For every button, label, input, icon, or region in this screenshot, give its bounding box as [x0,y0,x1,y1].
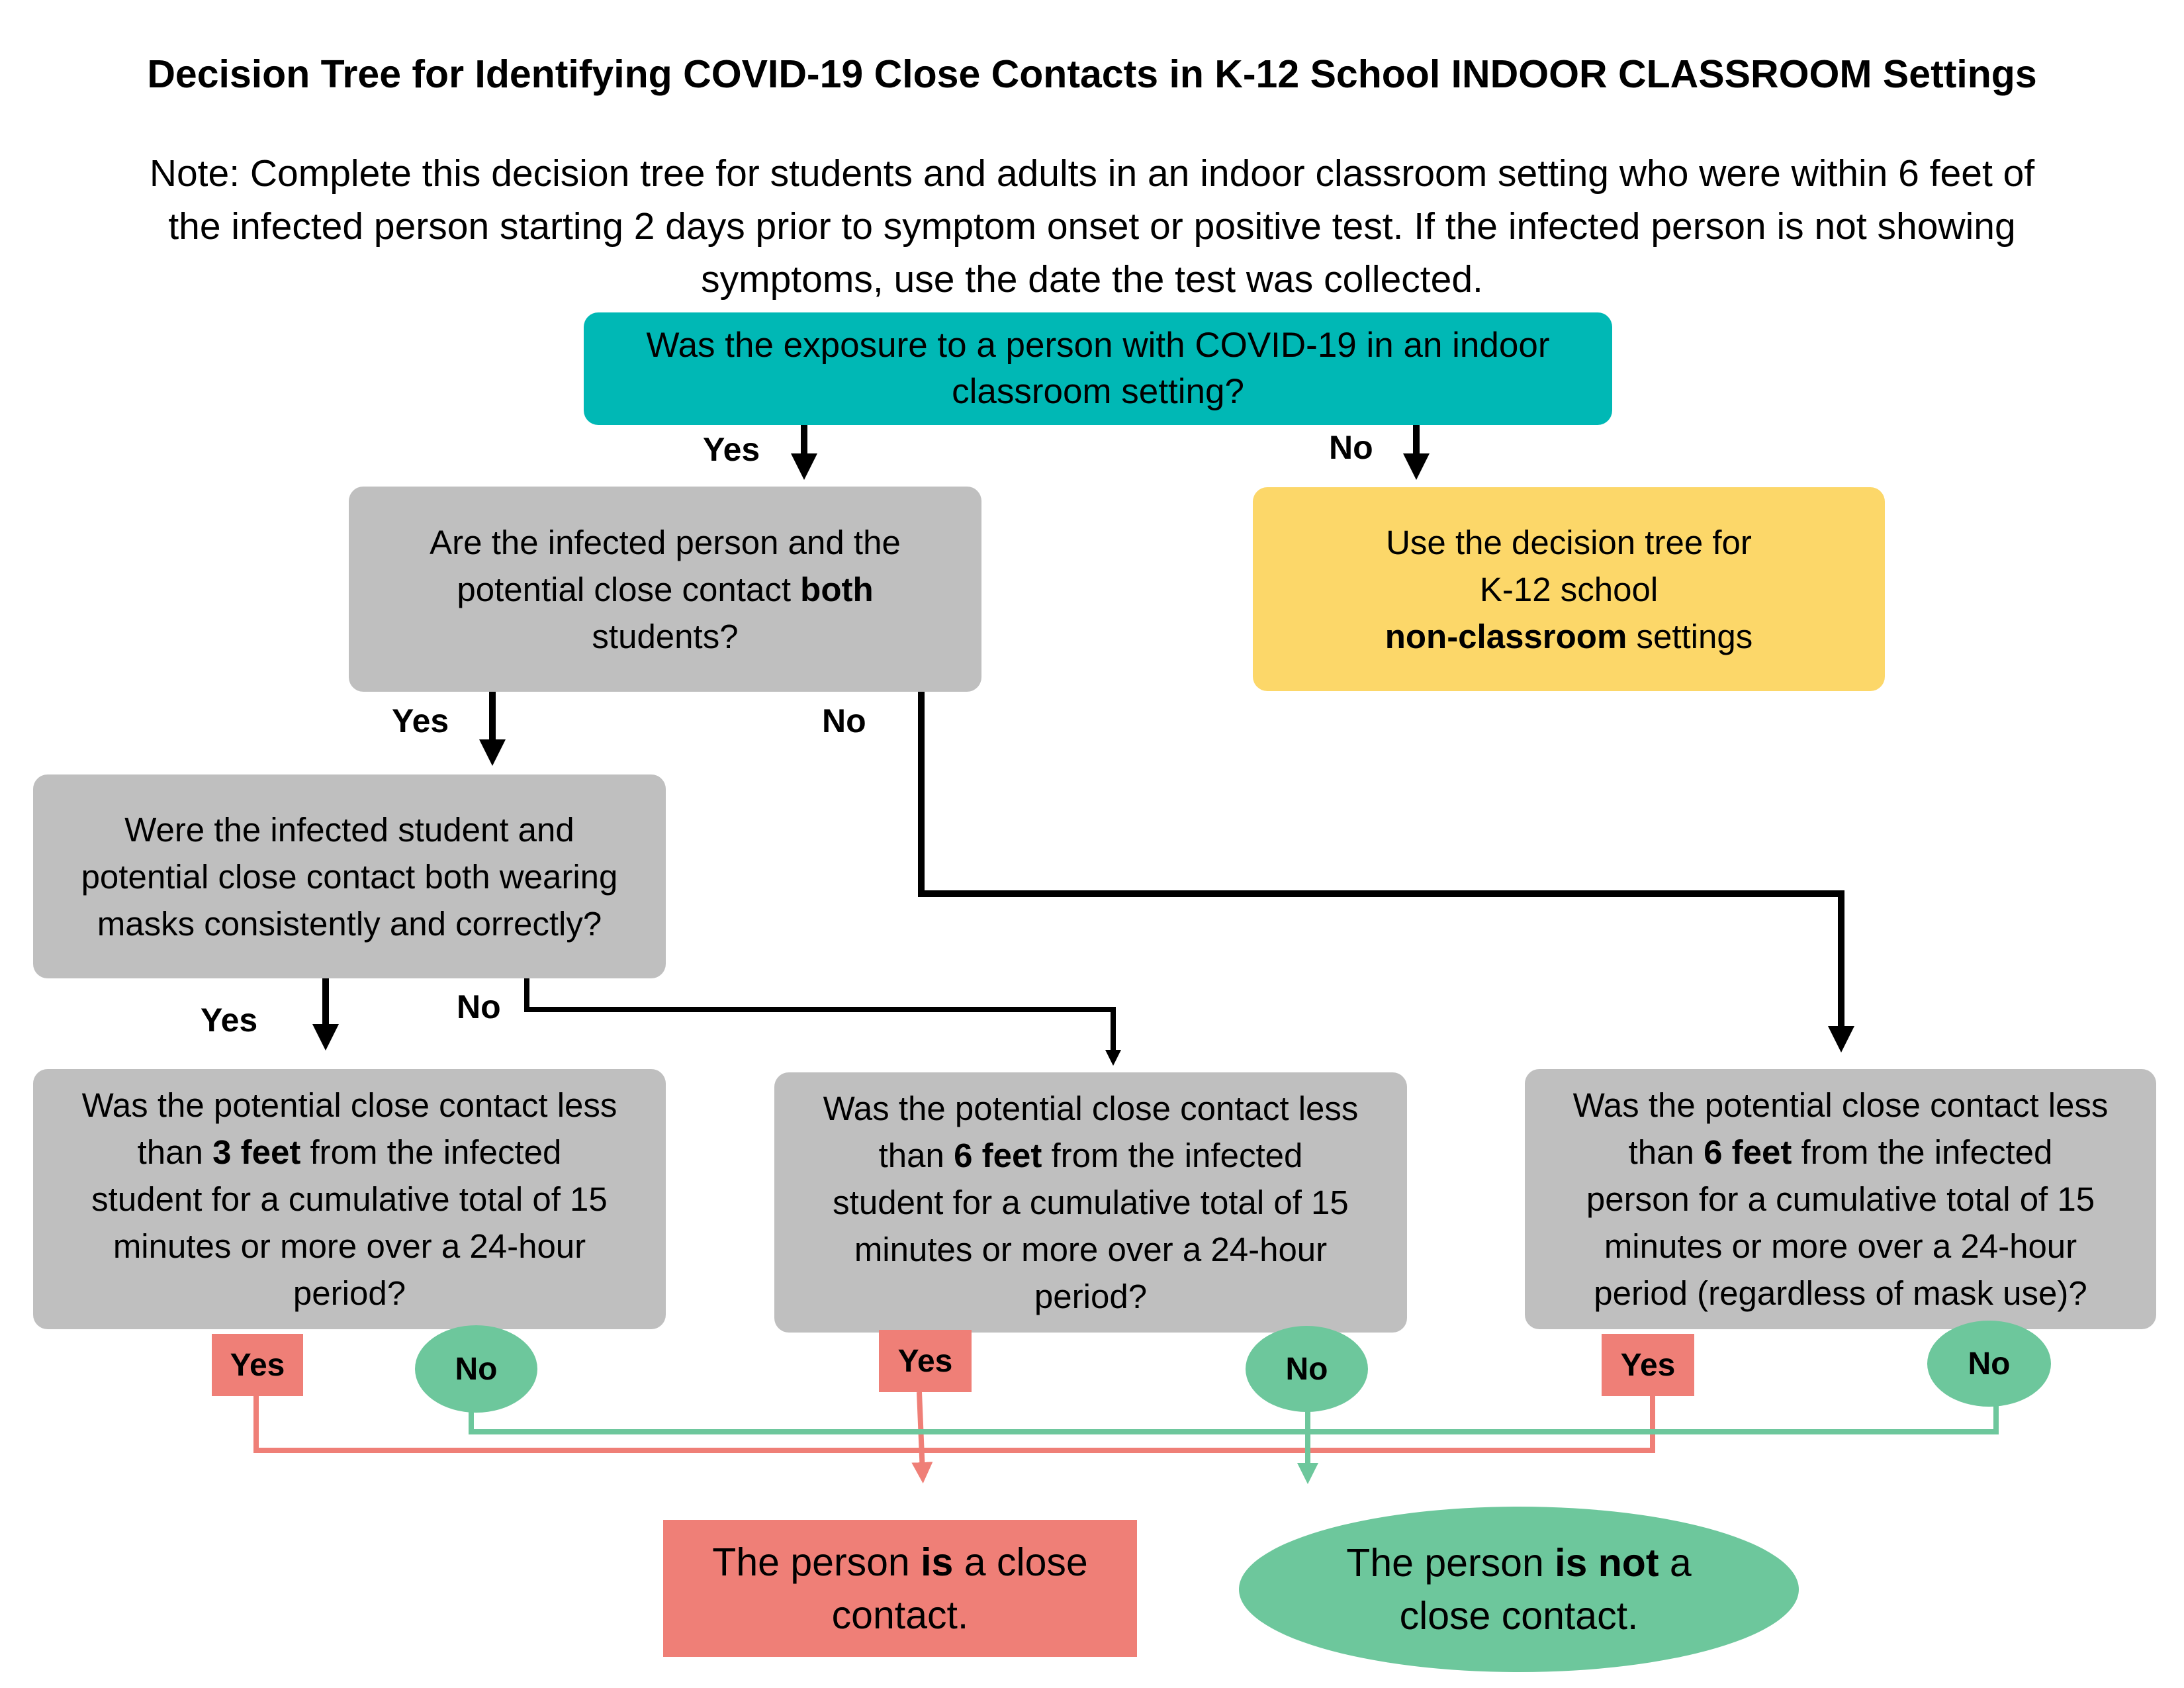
q4-line3: student for a cumulative total of 15 [833,1184,1349,1221]
question-both-students: Are the infected person and the potentia… [349,487,981,692]
yes-tag-q3: Yes [212,1334,303,1396]
question-masks: Were the infected student and potential … [33,774,666,978]
q1-line3: students? [592,617,739,655]
q1-line2-pre: potential close contact [457,570,801,608]
arrow-q1-no [918,688,1854,1053]
q3-line3: student for a cumulative total of 15 [91,1180,608,1218]
no-oval-q3: No [415,1325,537,1413]
q5-line2-pre: than [1628,1133,1704,1171]
nonclass-line3-post: settings [1627,617,1753,655]
q0-line2: classroom setting? [952,372,1244,411]
q5-line2-post: from the infected [1792,1133,2053,1171]
q1-line1: Are the infected person and the [430,523,901,561]
q4-line2-pre: than [878,1137,954,1174]
outcome-yes-post: a close [953,1540,1088,1584]
q4-line2-bold: 6 feet [954,1137,1042,1174]
label-no-q2: No [457,988,501,1025]
q0-line1: Was the exposure to a person with COVID-… [646,326,1550,365]
question-3-feet: Was the potential close contact less tha… [33,1069,666,1329]
label-yes-q0: Yes [703,431,760,468]
yes-tag-q4: Yes [879,1330,972,1392]
q2-line1: Were the infected student and [124,810,574,849]
label-yes-q1: Yes [392,702,449,739]
q3-line4: minutes or more over a 24-hour [113,1227,586,1265]
q2-line2: potential close contact both wearing [81,857,618,896]
nonclass-line1: Use the decision tree for [1386,523,1752,561]
nonclass-line3-bold: non-classroom [1385,617,1627,655]
question-6-feet-student: Was the potential close contact less tha… [774,1072,1407,1333]
green-line [469,1395,1999,1434]
label-no-q0: No [1329,429,1373,466]
q1-line2-bold: both [800,570,874,608]
q2-line3: masks consistently and correctly? [97,904,602,943]
q3-line1: Was the potential close contact less [81,1086,617,1124]
outcome-yes-line2: contact. [831,1593,969,1637]
question-6-feet-person: Was the potential close contact less tha… [1525,1069,2156,1329]
label-no-q1: No [822,702,866,739]
q3-line2-pre: than [137,1133,213,1171]
nonclass-line2: K-12 school [1479,570,1659,608]
outcome-yes-bold: is [921,1540,954,1584]
q5-line5: period (regardless of mask use)? [1594,1274,2087,1312]
arrow-q2-no [524,976,1121,1066]
outcome-is-close-contact: The person is a close contact. [663,1520,1137,1657]
yes-tag-q5: Yes [1602,1334,1694,1396]
page-title: Decision Tree for Identifying COVID-19 C… [147,52,2037,96]
q3-line2-post: from the infected [300,1133,562,1171]
outcome-no-post: a [1659,1541,1692,1585]
q3-line5: period? [293,1274,406,1312]
q4-line4: minutes or more over a 24-hour [854,1231,1328,1268]
q4-line2-post: from the infected [1042,1137,1303,1174]
outcome-no-pre: The person [1346,1541,1555,1585]
non-classroom-box: Use the decision tree for K-12 school no… [1253,487,1885,691]
q5-line3: person for a cumulative total of 15 [1586,1180,2095,1218]
question-indoor-classroom: Was the exposure to a person with COVID-… [584,312,1612,425]
outcome-yes-pre: The person [712,1540,921,1584]
q3-line2-bold: 3 feet [212,1133,301,1171]
no-oval-q4: No [1246,1326,1368,1412]
red-line-q3 [253,1394,1655,1453]
label-yes-q2: Yes [201,1002,258,1039]
note-text: Note: Complete this decision tree for st… [149,152,2035,301]
outcome-no-line2: close contact. [1399,1594,1639,1638]
outcome-not-close-contact: The person is not a close contact. [1239,1507,1799,1672]
q5-line4: minutes or more over a 24-hour [1604,1227,2077,1265]
outcome-no-bold: is not [1555,1541,1659,1585]
no-oval-q5: No [1927,1321,2051,1407]
q5-line2-bold: 6 feet [1704,1133,1792,1171]
q4-line5: period? [1034,1278,1148,1315]
q4-line1: Was the potential close contact less [823,1090,1359,1127]
q5-line1: Was the potential close contact less [1572,1086,2109,1124]
